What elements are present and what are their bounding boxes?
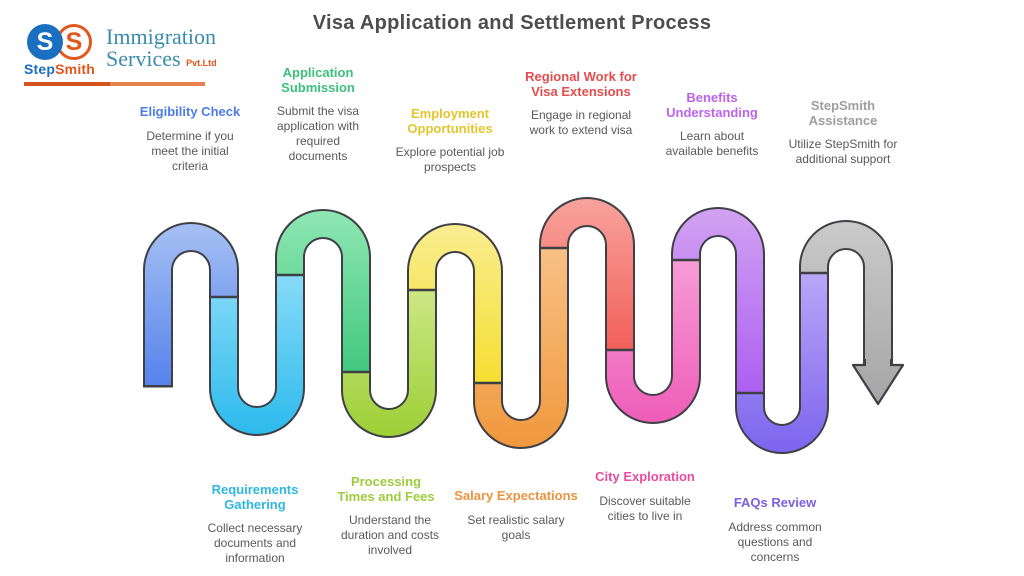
step-label-eligibility-check: Eligibility Check Determine if you meet … <box>120 104 260 174</box>
step-heading: FAQs Review <box>733 495 817 510</box>
step-description: Set realistic salary goals <box>467 512 565 542</box>
path-segment-eligibility-check <box>145 224 237 385</box>
logo-circles: S S <box>27 24 93 60</box>
logo-wordmark-step: Step <box>24 61 56 77</box>
logo-monogram: S S StepSmith <box>24 24 95 77</box>
step-heading: Processing Times and Fees <box>337 474 435 504</box>
step-description: Discover suitable cities to live in <box>599 493 691 523</box>
path-segment-processing-times-and-fees <box>343 290 435 436</box>
step-label-salary-expectations: Salary Expectations Set realistic salary… <box>453 488 579 543</box>
step-label-requirements-gathering: Requirements Gathering Collect necessary… <box>192 482 318 566</box>
step-label-application-submission: Application Submission Submit the visa a… <box>262 65 374 164</box>
logo-services-line1: Immigration <box>106 24 217 49</box>
step-heading: StepSmith Assistance <box>808 98 878 128</box>
path-segment-requirements-gathering <box>211 275 303 434</box>
path-segment-benefits-understanding <box>673 209 763 393</box>
arrow-head-icon <box>851 363 905 406</box>
page-title: Visa Application and Settlement Process <box>312 12 712 34</box>
step-description: Explore potential job prospects <box>395 145 505 175</box>
step-heading: Employment Opportunities <box>407 106 493 136</box>
path-segment-regional-work <box>541 199 633 350</box>
logo-wordmark: StepSmith <box>24 61 95 77</box>
arrow-shaft-join <box>865 359 891 367</box>
path-segment-application-submission <box>277 211 369 372</box>
step-label-benefits-understanding: Benefits Understanding Learn about avail… <box>648 90 776 159</box>
path-transition-ticks <box>211 246 827 395</box>
step-description: Learn about available benefits <box>665 129 759 159</box>
step-heading: Eligibility Check <box>139 104 241 119</box>
path-segment-salary-expectations <box>475 248 567 447</box>
step-label-regional-work: Regional Work for Visa Extensions Engage… <box>523 69 639 138</box>
logo-underline <box>24 82 205 86</box>
logo-circle-s-blue: S <box>27 24 64 60</box>
step-heading: Salary Expectations <box>454 488 578 503</box>
step-label-employment-opportunities: Employment Opportunities Explore potenti… <box>387 106 513 175</box>
step-description: Address common questions and concerns <box>728 519 822 564</box>
path-outline <box>143 197 893 454</box>
arrow-shaft-join-outline <box>864 359 892 366</box>
step-description: Utilize StepSmith for additional support <box>788 137 898 167</box>
logo-main: S S StepSmith Immigration Services Pvt.L… <box>24 24 217 77</box>
step-heading: City Exploration <box>595 469 695 484</box>
step-heading: Application Submission <box>281 65 355 95</box>
step-heading: Regional Work for Visa Extensions <box>525 69 637 99</box>
logo-services-line2: Services Pvt.Ltd <box>106 46 217 71</box>
step-description: Understand the duration and costs involv… <box>340 513 440 558</box>
logo-services-text: Immigration Services Pvt.Ltd <box>106 24 217 70</box>
logo-wordmark-smith: Smith <box>55 61 96 77</box>
step-description: Determine if you meet the initial criter… <box>146 128 234 173</box>
step-label-processing-times-and-fees: Processing Times and Fees Understand the… <box>334 474 439 558</box>
path-segment-city-exploration <box>607 260 699 422</box>
step-description: Collect necessary documents and informat… <box>207 521 303 566</box>
path-segment-faqs-review <box>737 273 827 452</box>
step-heading: Requirements Gathering <box>211 482 299 512</box>
step-description: Engage in regional work to extend visa <box>529 108 633 138</box>
step-label-faqs-review: FAQs Review Address common questions and… <box>712 495 838 565</box>
step-description: Submit the visa application with require… <box>276 104 360 164</box>
path-segment-employment-opportunities <box>409 225 501 383</box>
stepsmith-logo: S S StepSmith Immigration Services Pvt.L… <box>24 24 217 86</box>
logo-suffix: Pvt.Ltd <box>186 58 217 68</box>
step-heading: Benefits Understanding <box>666 90 758 120</box>
step-label-city-exploration: City Exploration Discover suitable citie… <box>575 469 715 524</box>
step-label-stepsmith-assistance: StepSmith Assistance Utilize StepSmith f… <box>787 98 899 167</box>
path-segment-stepsmith-assistance <box>801 222 891 367</box>
